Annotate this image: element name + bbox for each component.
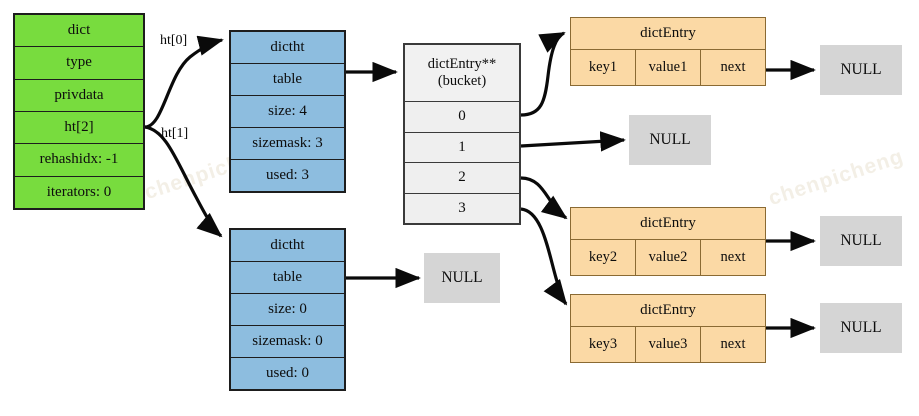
null-entry3-next: NULL	[820, 303, 902, 353]
dictht1-row-size: size: 0	[231, 294, 344, 326]
dict-entry-1: dictEntry key1 value1 next	[570, 17, 766, 86]
dict-row-privdata: privdata	[15, 79, 143, 112]
bucket-array: dictEntry** (bucket) 0 1 2 3	[403, 43, 521, 225]
bucket-cell-1: 1	[405, 132, 519, 163]
entry2-value: value2	[636, 240, 701, 275]
dictht0-row-sizemask: sizemask: 3	[231, 128, 344, 160]
entry1-next: next	[720, 59, 746, 75]
null-entry1-next: NULL	[820, 45, 902, 95]
bucket-cell-0: 0	[405, 102, 519, 133]
dictht-0: dictht table size: 4 sizemask: 3 used: 3	[229, 30, 346, 193]
null-entry2-next: NULL	[820, 216, 902, 266]
entry3-next: next	[720, 336, 746, 352]
entry2-next: next	[720, 249, 746, 265]
dictht0-row-used: used: 3	[231, 160, 344, 191]
dict-struct: dict type privdata ht[2] rehashidx: -1 i…	[13, 13, 145, 210]
dictht1-row-sizemask: sizemask: 0	[231, 326, 344, 358]
dictht1-row-name: dictht	[231, 230, 344, 262]
watermark-right: chenpicheng	[765, 144, 907, 211]
edge-bucket0-entry1	[520, 31, 566, 117]
entry2-key: key2	[571, 240, 636, 275]
entry3-value: value3	[636, 327, 701, 362]
dict-entry-2: dictEntry key2 value2 next	[570, 207, 766, 276]
dict-row-iterators: iterators: 0	[15, 176, 143, 208]
bucket-header-line1: dictEntry**	[427, 56, 497, 73]
dict-row-name: dict	[15, 15, 143, 48]
edge-bucket3-entry3	[520, 207, 568, 306]
null-dictht1-table: NULL	[424, 253, 500, 303]
bucket-header: dictEntry** (bucket)	[405, 45, 519, 102]
dict-row-type: type	[15, 47, 143, 80]
dictht1-row-used: used: 0	[231, 358, 344, 389]
edge-label-ht0: ht[0]	[160, 33, 188, 48]
dict-entry-3: dictEntry key3 value3 next	[570, 294, 766, 363]
entry3-key: key3	[571, 327, 636, 362]
edge-ht1	[144, 125, 223, 238]
dictht1-row-table: table	[231, 262, 344, 294]
dictht-1: dictht table size: 0 sizemask: 0 used: 0	[229, 228, 346, 391]
edge-label-ht1: ht[1]	[161, 126, 189, 141]
null-bucket-1: NULL	[629, 115, 711, 165]
bucket-cell-3: 3	[405, 193, 519, 223]
dictht0-row-size: size: 4	[231, 96, 344, 128]
bucket-cell-2: 2	[405, 163, 519, 194]
bucket-header-line2: (bucket)	[437, 73, 487, 89]
edge-bucket1-null	[520, 131, 626, 152]
entry3-header: dictEntry	[571, 295, 765, 327]
entry1-header: dictEntry	[571, 18, 765, 50]
dict-row-ht: ht[2]	[15, 111, 143, 145]
entry1-value: value1	[636, 50, 701, 85]
edge-ht0	[144, 35, 224, 129]
dictht0-row-name: dictht	[231, 32, 344, 64]
dictht0-row-table: table	[231, 64, 344, 96]
entry2-header: dictEntry	[571, 208, 765, 240]
entry1-key: key1	[571, 50, 636, 85]
edge-bucket2-entry2	[520, 176, 568, 220]
dict-row-rehashidx: rehashidx: -1	[15, 144, 143, 177]
